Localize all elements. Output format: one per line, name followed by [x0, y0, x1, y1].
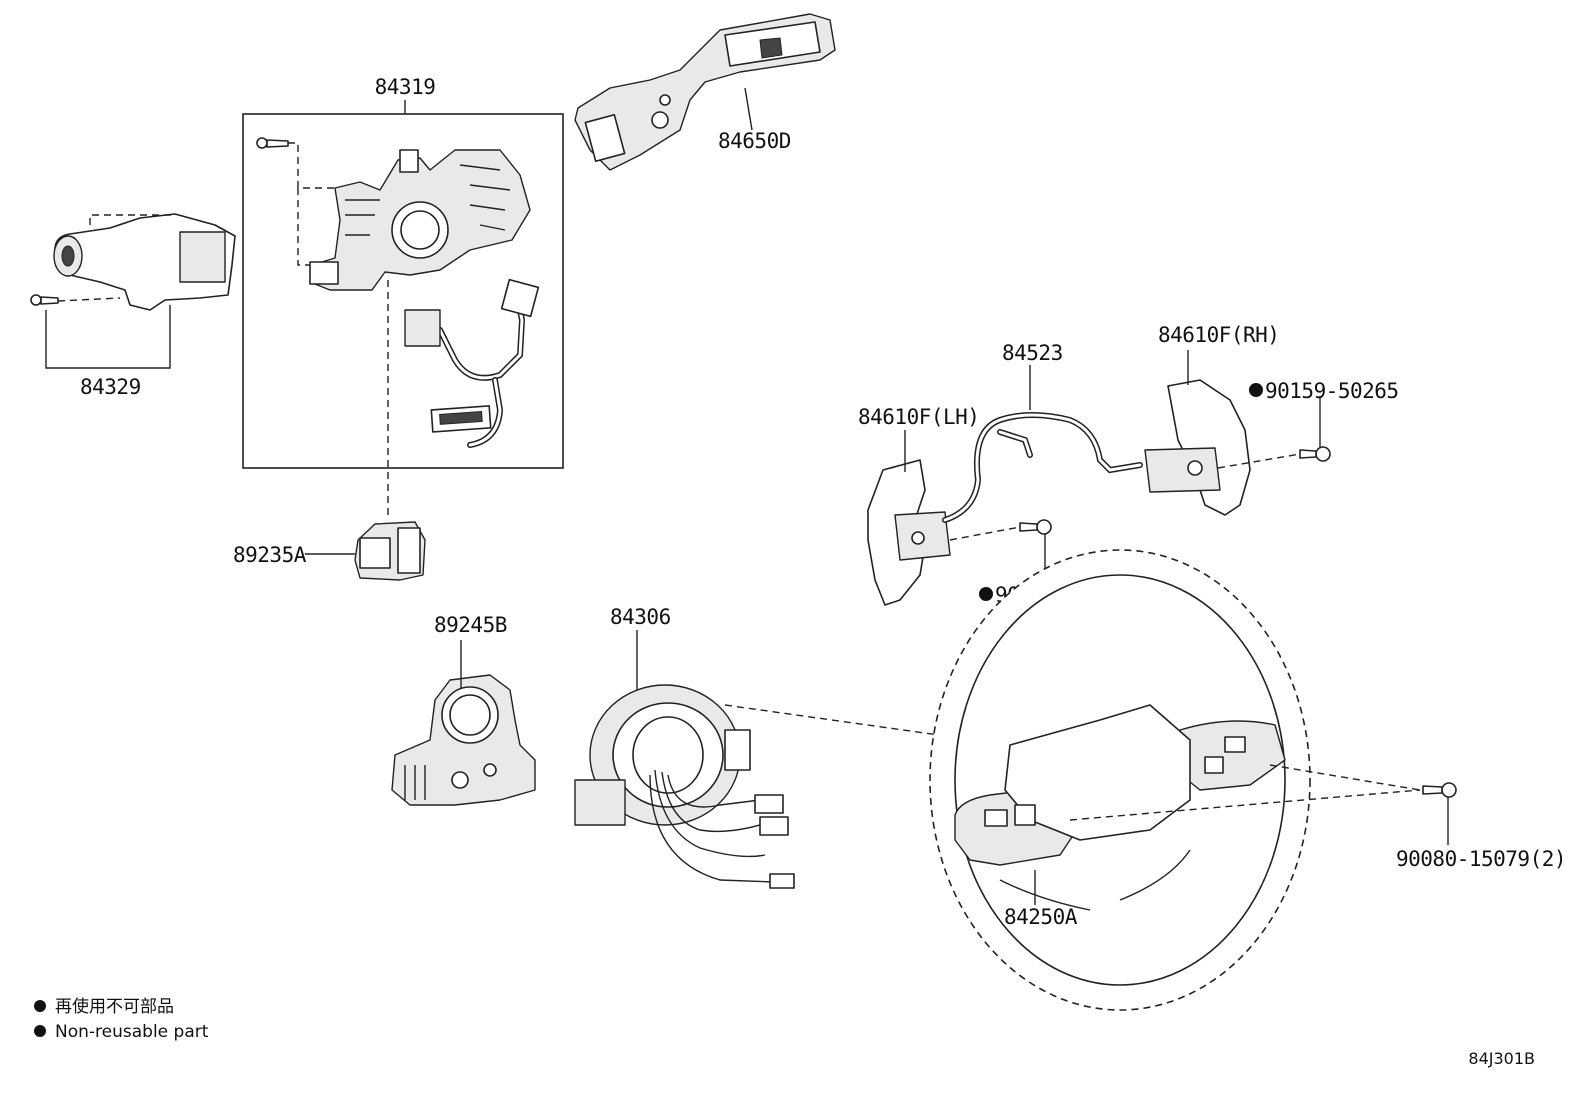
- label-84523: 84523: [1002, 341, 1063, 365]
- label-89245B: 89245B: [434, 613, 507, 637]
- legend: 再使用不可部品 Non-reusable part: [34, 996, 209, 1042]
- wiper-switch-84650D[interactable]: 84650D: [574, 13, 836, 171]
- screw-90080[interactable]: 90080-15079(2): [1069, 764, 1567, 871]
- label-90159-upper: 90159-50265: [1265, 379, 1399, 403]
- steering-angle-sensor-89235A[interactable]: 89235A: [233, 521, 426, 581]
- label-84329: 84329: [80, 375, 141, 399]
- non-reusable-dot-icon: [34, 1000, 46, 1012]
- spiral-cable-84306[interactable]: 84306: [574, 605, 1011, 889]
- diagram-code: 84J301B: [1468, 1049, 1535, 1068]
- label-90080: 90080-15079(2): [1396, 847, 1566, 871]
- paddle-shifter-rh-84610F[interactable]: 84610F(RH): [1144, 323, 1280, 516]
- steering-wheel-84250A[interactable]: 84250A: [929, 549, 1311, 1011]
- label-84610F-rh: 84610F(RH): [1158, 323, 1279, 347]
- legend-line-japanese: 再使用不可部品: [55, 996, 174, 1017]
- label-84319: 84319: [375, 75, 436, 99]
- paddle-shifter-lh-84610F[interactable]: 84610F(LH): [858, 405, 980, 606]
- non-reusable-dot-icon: [979, 587, 993, 601]
- steering-sensor-89245B[interactable]: 89245B: [391, 613, 536, 806]
- label-84306: 84306: [610, 605, 671, 629]
- screw-icon: [256, 137, 289, 149]
- label-84650D: 84650D: [718, 129, 791, 153]
- legend-line-english: Non-reusable part: [55, 1022, 209, 1042]
- combination-switch-assembly-84319[interactable]: 84319: [242, 75, 564, 469]
- screw-icon: [30, 294, 59, 306]
- label-84610F-lh: 84610F(LH): [858, 405, 979, 429]
- turn-signal-switch-84329[interactable]: 84329: [30, 213, 236, 399]
- non-reusable-dot-icon: [34, 1025, 46, 1037]
- label-89235A: 89235A: [233, 543, 307, 567]
- paddle-harness-84523[interactable]: 84523: [942, 341, 1143, 523]
- wire-harness: [404, 278, 540, 448]
- screw-90159-upper[interactable]: 90159-50265: [1217, 379, 1399, 469]
- non-reusable-dot-icon: [1249, 383, 1263, 397]
- label-84250A: 84250A: [1004, 905, 1078, 929]
